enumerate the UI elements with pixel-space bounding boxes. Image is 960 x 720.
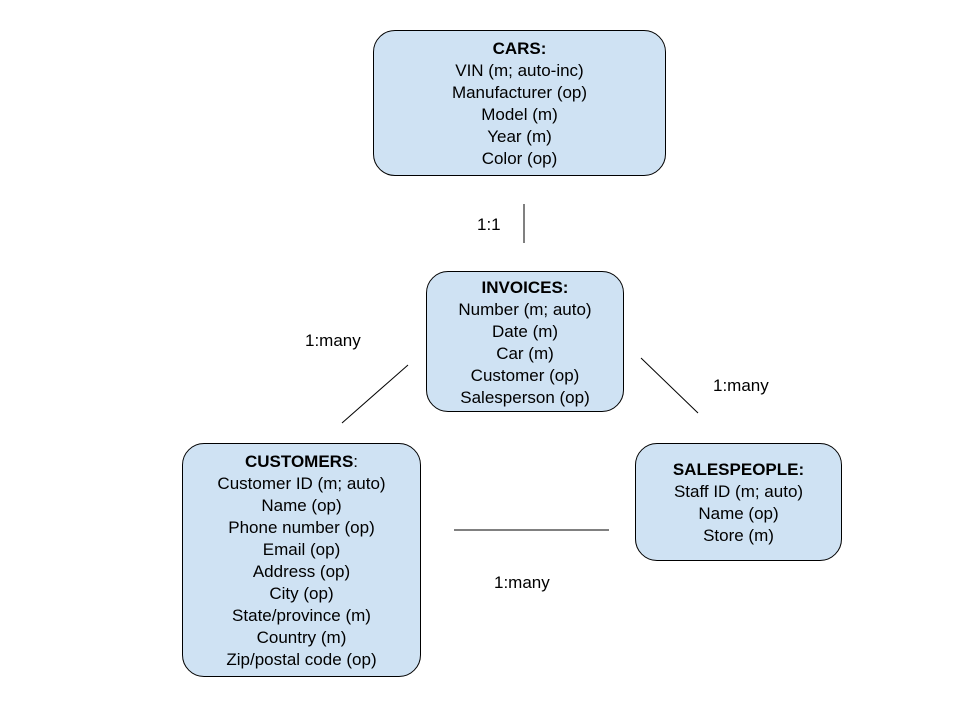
entity-customers: CUSTOMERS: Customer ID (m; auto) Name (o… bbox=[182, 443, 421, 677]
entity-field: State/province (m) bbox=[232, 606, 371, 625]
entity-field: Manufacturer (op) bbox=[451, 83, 588, 102]
entity-title-text: CUSTOMERS bbox=[244, 452, 354, 471]
entity-field: Customer (op) bbox=[470, 366, 580, 385]
entity-field: Staff ID (m; auto) bbox=[673, 482, 804, 501]
entity-field: Email (op) bbox=[262, 540, 341, 559]
entity-field: Address (op) bbox=[252, 562, 351, 581]
entity-field: Number (m; auto) bbox=[458, 300, 592, 319]
relationship-label-invoices-customers: 1:many bbox=[305, 331, 361, 350]
entity-field: Year (m) bbox=[487, 127, 552, 146]
entity-salespeople: SALESPEOPLE: Staff ID (m; auto) Name (op… bbox=[635, 443, 842, 561]
entity-title: CUSTOMERS: bbox=[183, 451, 420, 473]
entity-field: Car (m) bbox=[496, 344, 554, 363]
entity-field: Model (m) bbox=[481, 105, 558, 124]
entity-field: Phone number (op) bbox=[228, 518, 375, 537]
entity-field: Color (op) bbox=[481, 149, 558, 168]
entity-field: Customer ID (m; auto) bbox=[217, 474, 386, 493]
entity-field: Name (op) bbox=[698, 504, 779, 523]
entity-field: VIN (m; auto-inc) bbox=[455, 61, 584, 80]
relationship-label-cars-invoices: 1:1 bbox=[477, 215, 501, 234]
entity-title: SALESPEOPLE: bbox=[672, 460, 805, 479]
entity-field: Salesperson (op) bbox=[460, 388, 590, 407]
entity-invoices: INVOICES: Number (m; auto) Date (m) Car … bbox=[426, 271, 624, 412]
connector-invoices-salespeople bbox=[640, 357, 699, 414]
entity-cars: CARS: VIN (m; auto-inc) Manufacturer (op… bbox=[373, 30, 666, 176]
relationship-label-customers-salespeople: 1:many bbox=[494, 573, 550, 592]
entity-field: Name (op) bbox=[261, 496, 342, 515]
entity-field: City (op) bbox=[269, 584, 334, 603]
entity-field: Store (m) bbox=[703, 526, 774, 545]
entity-title: CARS: bbox=[492, 39, 547, 58]
relationship-label-invoices-salespeople: 1:many bbox=[713, 376, 769, 395]
connector-invoices-customers bbox=[341, 364, 409, 424]
entity-title-suffix: : bbox=[353, 452, 359, 471]
entity-title: INVOICES: bbox=[481, 278, 569, 297]
entity-field: Country (m) bbox=[256, 628, 347, 647]
entity-field: Date (m) bbox=[491, 322, 559, 341]
entity-field: Zip/postal code (op) bbox=[226, 650, 377, 669]
